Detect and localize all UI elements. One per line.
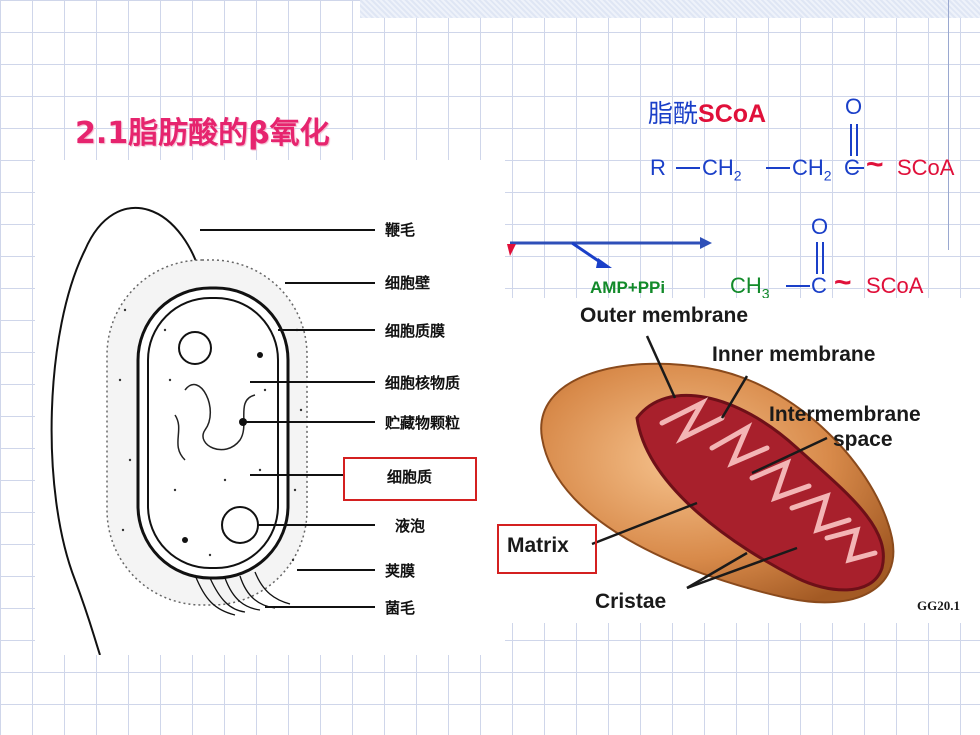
label-cristae: Cristae <box>595 590 667 613</box>
label-pili: 菌毛 <box>385 599 416 617</box>
label-nucleoid: 细胞核物质 <box>385 374 461 392</box>
label-cytoplasm: 细胞质 <box>387 468 433 486</box>
slide-title: 2.1脂肪酸的β氧化 <box>75 116 330 151</box>
label-intermembrane: Intermembrane <box>769 403 921 426</box>
acyl-prefix: 脂酰 <box>648 100 699 128</box>
carbonyl-carbon-2: C <box>811 273 827 298</box>
label-outer-membrane: Outer membrane <box>580 304 749 327</box>
label-inner-membrane: Inner membrane <box>712 343 876 366</box>
scoa-1: SCoA <box>897 155 955 180</box>
formula-1: R <box>650 155 666 181</box>
top-banner <box>360 0 980 18</box>
ch3: CH <box>730 273 762 298</box>
label-space: space <box>833 428 893 451</box>
label-capsule: 荚膜 <box>385 562 416 580</box>
ch2-a-subscript: 2 <box>733 167 742 184</box>
acyl-scoa-text: SCoA <box>698 100 767 128</box>
slide-edge-line <box>948 0 949 250</box>
label-flagellum: 鞭毛 <box>385 221 416 239</box>
label-matrix: Matrix <box>507 534 569 557</box>
matrix-highlight-box <box>497 524 597 574</box>
ch2-group-2: CH2 <box>792 155 832 183</box>
cytoplasm-highlight-box <box>343 457 477 501</box>
ch2-a: CH <box>702 155 734 180</box>
amp-ppi-label: AMP+PPi <box>590 278 666 297</box>
thioester-bond-2: ~ <box>834 266 852 299</box>
ch2-b: CH <box>792 155 824 180</box>
oxygen-2: O <box>811 214 829 239</box>
scoa-2: SCoA <box>866 273 924 298</box>
ch2-b-subscript: 2 <box>823 167 832 184</box>
label-vacuole: 液泡 <box>395 517 426 535</box>
ch2-group-1: CH2 <box>702 155 742 183</box>
mitochondrion-diagram: Outer membrane Inner membrane Intermembr… <box>497 298 980 623</box>
r-group: R <box>650 155 666 180</box>
ch3-group: CH3 <box>730 273 770 301</box>
ch3-subscript: 3 <box>761 285 770 302</box>
bacterial-cell-diagram: 鞭毛 细胞壁 细胞质膜 细胞核物质 贮藏物颗粒 细胞质 液泡 荚膜 菌毛 <box>35 160 505 655</box>
label-cell-wall: 细胞壁 <box>385 274 431 292</box>
acyl-scoa-label: 脂酰SCoA <box>648 94 766 130</box>
carbonyl-carbon-1: C <box>844 155 860 180</box>
bacterial-cell-drawing <box>50 207 375 655</box>
label-storage-granule: 贮藏物颗粒 <box>385 414 461 432</box>
mitochondrion-drawing <box>540 335 895 604</box>
figure-code: GG20.1 <box>917 598 960 613</box>
oxygen-1: O <box>845 94 863 119</box>
thioester-bond-1: ~ <box>866 148 884 181</box>
label-cell-membrane: 细胞质膜 <box>385 322 446 340</box>
